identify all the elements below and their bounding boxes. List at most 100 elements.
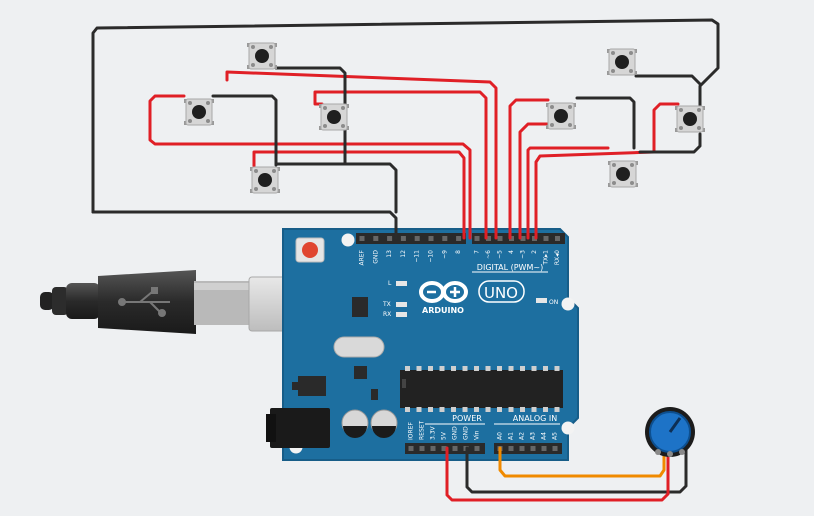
wire-red[interactable] [313, 90, 488, 240]
usb-icon [118, 287, 170, 317]
power-pin[interactable] [430, 446, 436, 451]
analog-pin-label: A4 [541, 432, 548, 440]
power-pin[interactable] [408, 446, 414, 451]
button-4[interactable] [250, 166, 280, 194]
usb-cable-strain-end [40, 292, 54, 310]
power-pin-label: 5V [441, 431, 448, 440]
button-8[interactable] [608, 160, 638, 188]
digital-pin[interactable] [456, 236, 462, 241]
wire-red[interactable] [225, 70, 498, 240]
reset-button[interactable] [295, 237, 325, 263]
digital-pin[interactable] [532, 236, 537, 241]
digital-pin[interactable] [474, 236, 480, 241]
wire-black[interactable] [91, 210, 398, 240]
digital-pin[interactable] [400, 236, 406, 241]
pushbutton-cap[interactable] [554, 109, 568, 123]
pushbutton-cap[interactable] [255, 49, 269, 63]
digital-pin[interactable] [509, 236, 514, 241]
digital-pin[interactable] [414, 236, 420, 241]
wire-orange[interactable] [498, 446, 666, 478]
voltage-regulator [298, 376, 326, 396]
button-5[interactable] [607, 48, 637, 76]
wire-red[interactable] [445, 446, 670, 502]
button-6[interactable] [546, 102, 576, 130]
analog-pin-label: A2 [519, 432, 526, 440]
wire-red[interactable] [148, 94, 472, 240]
digital-pin[interactable] [359, 236, 365, 241]
digital-pin[interactable] [387, 236, 393, 241]
wire-black[interactable] [211, 94, 278, 167]
capacitor [370, 409, 398, 438]
digital-pin-label: ~6 [485, 250, 492, 259]
pushbutton-cap[interactable] [192, 105, 206, 119]
digital-pin[interactable] [373, 236, 379, 241]
led-tx [396, 302, 407, 307]
digital-pwm-label: DIGITAL (PWM~) [477, 263, 543, 272]
uno-model-label: UNO [484, 284, 518, 302]
pushbutton-cap[interactable] [258, 173, 272, 187]
analog-in-label: ANALOG IN [513, 414, 558, 423]
digital-pin-label: 8 [455, 250, 462, 254]
power-pin[interactable] [452, 446, 458, 451]
digital-pin-label: AREF [359, 249, 366, 265]
header-digital-right [472, 233, 565, 244]
mounting-hole [341, 233, 355, 247]
power-pin[interactable] [441, 446, 447, 451]
digital-pin[interactable] [543, 236, 549, 241]
mounting-hole [561, 297, 575, 311]
digital-pin[interactable] [442, 236, 448, 241]
digital-pin-label: TX▸1 [543, 250, 550, 266]
led-tx-label: TX [382, 301, 391, 308]
wire-red[interactable] [526, 146, 610, 240]
digital-pin[interactable] [520, 236, 526, 241]
potentiometer[interactable] [645, 407, 695, 457]
arduino-brand: ARDUINO [422, 306, 464, 315]
digital-pin-label: 13 [386, 250, 393, 258]
analog-pin-label: A0 [497, 432, 504, 440]
capacitor [341, 409, 369, 438]
analog-pin[interactable] [541, 446, 547, 451]
digital-pin-label: ~5 [497, 250, 504, 259]
digital-pin[interactable] [497, 236, 503, 241]
power-pin[interactable] [419, 446, 425, 451]
button-7[interactable] [675, 105, 705, 133]
digital-pin[interactable] [486, 236, 491, 241]
digital-pin[interactable] [555, 236, 560, 241]
button-1[interactable] [247, 42, 277, 70]
button-2[interactable] [184, 98, 214, 126]
button-3[interactable] [319, 103, 349, 131]
digital-pin[interactable] [428, 236, 434, 241]
analog-pin[interactable] [519, 446, 525, 451]
pushbutton-cap[interactable] [327, 110, 341, 124]
atmega328-chip [400, 366, 563, 412]
digital-pin-label: 12 [400, 250, 407, 258]
analog-pin[interactable] [530, 446, 536, 451]
pushbutton-cap[interactable] [683, 112, 697, 126]
analog-pin[interactable] [552, 446, 558, 451]
wire-black[interactable] [91, 18, 720, 214]
analog-pin[interactable] [508, 446, 514, 451]
wire-black[interactable] [634, 74, 702, 86]
led-l-label: L [388, 280, 392, 287]
power-pin[interactable] [474, 446, 480, 451]
digital-pin-label: ~10 [428, 250, 435, 263]
digital-pin-label: ~3 [520, 250, 527, 259]
header-digital-left [356, 233, 466, 244]
power-pin-label: RESET [419, 420, 426, 440]
power-pin-label: Vin [474, 430, 481, 440]
wire-black[interactable] [575, 96, 636, 150]
pushbutton-cap[interactable] [616, 167, 630, 181]
wire-black[interactable] [275, 162, 398, 214]
pushbutton-cap[interactable] [615, 55, 629, 69]
digital-pin-label: RX◂0 [554, 250, 561, 265]
wire-black[interactable] [638, 132, 702, 154]
arduino-logo-icon [419, 281, 468, 303]
digital-pin-label: GND [372, 250, 379, 264]
wire-red[interactable] [252, 150, 466, 240]
wire-red[interactable] [518, 122, 550, 240]
led-rx [396, 312, 407, 317]
wire-red[interactable] [508, 98, 550, 240]
